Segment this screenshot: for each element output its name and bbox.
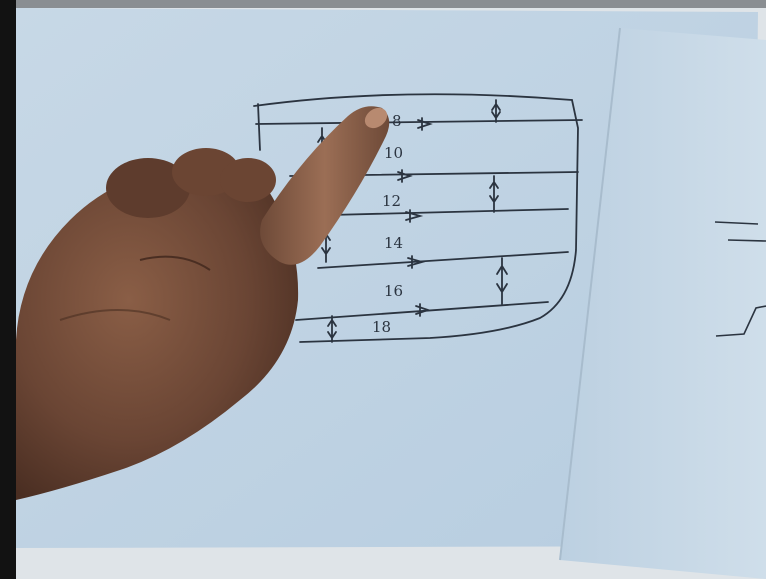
depth-marker-6 [327,315,337,343]
arrow-mark-1 [417,117,433,131]
skin-crease [139,255,211,271]
waterline-12 [329,208,569,216]
hull-right-side [299,99,579,343]
depth-marker-1 [491,99,501,123]
hand-palm [16,166,299,500]
pointing-hand [16,106,390,500]
knuckle-3 [220,158,276,202]
waterline-14 [317,251,569,269]
waterline-16 [295,301,549,321]
arrow-mark-4 [407,255,426,269]
level-label-18: 18 [372,318,391,336]
skin-crease-2 [59,309,171,321]
hull-left-side [257,103,261,151]
partial-sketch-right [714,221,766,337]
knuckle-1 [106,158,190,218]
arrow-mark-3 [405,209,424,223]
level-label-12: 12 [382,192,401,210]
second-paper-sheet [560,28,766,579]
level-label-16: 16 [384,282,403,300]
fingernail [364,107,388,129]
arrow-mark-5 [415,303,431,317]
arrow-mark-2 [397,169,413,183]
hull-section-sketch [253,93,583,343]
level-label-10: 10 [384,144,403,162]
deck-line [253,93,573,107]
depth-marker-3 [489,175,499,213]
top-frame-edge [16,0,766,8]
level-label-8: 8 [392,112,402,130]
level-label-14: 14 [384,234,403,252]
waterline-8 [255,119,583,125]
depth-marker-5 [496,257,508,305]
index-finger [260,106,390,265]
paper-edge-line [559,27,621,561]
frame-edge [0,0,16,579]
